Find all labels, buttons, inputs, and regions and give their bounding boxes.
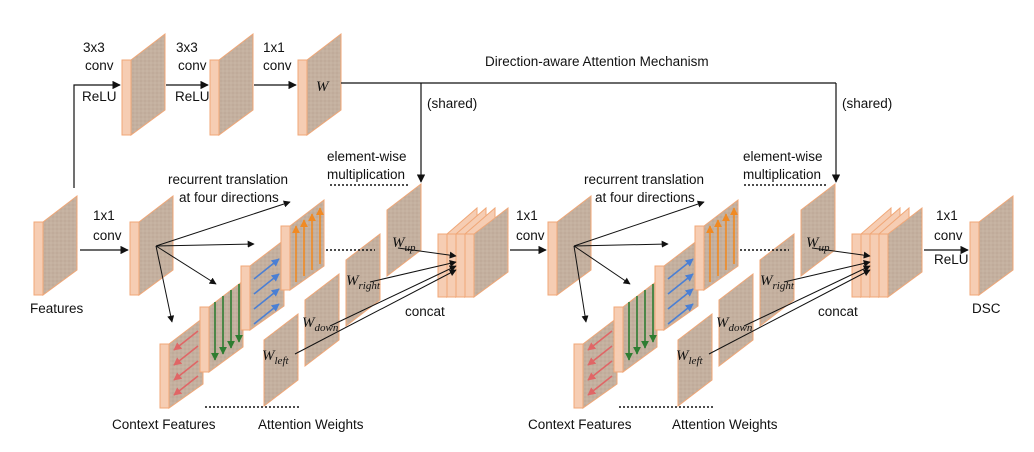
conv-label: conv [934,228,963,243]
conv-label: conv [85,58,114,73]
attention-weight-right [759,232,795,328]
conv-label: 1x1 [936,208,958,223]
conv-label: ReLU [175,89,210,104]
attention-weights-label: Attention Weights [258,417,364,432]
attention-weight-down [718,272,754,368]
element-wise-label: multiplication [743,167,821,182]
element-wise-label: multiplication [327,167,405,182]
conv-label: 1x1 [263,40,285,55]
attention-weight-left [263,312,299,408]
block-conv3x3-a [121,32,166,136]
diagram-title: Direction-aware Attention Mechanism [485,54,709,69]
recurrent-label: at four directions [179,190,279,205]
shared-label: (shared) [427,96,477,111]
context-block-up [694,198,739,291]
dsc-label: DSC [972,301,1001,316]
conv-label: 3x3 [83,40,105,55]
attention-weight-left [677,312,713,408]
context-features-label: Context Features [528,417,632,432]
shared-label: (shared) [842,96,892,111]
recurrent-label: recurrent translation [168,172,288,187]
context-features-label: Context Features [112,417,216,432]
block-conv3x3-b [209,32,254,136]
element-wise-label: element-wise [327,149,407,164]
w-left-label: Wleft [676,348,703,367]
concat-label: concat [818,304,858,319]
concat-block-module2 [851,206,923,299]
context-block-right [240,238,285,331]
attention-weight-down [304,272,340,368]
attention-weight-up [386,182,422,278]
context-block-down [199,279,244,373]
conv-label: 3x3 [176,40,198,55]
w-up-label: Wup [392,235,416,254]
context-block-right [654,238,699,331]
context-block-left [159,316,204,409]
w-down-label: Wdown [302,315,339,334]
attention-weight-right [345,232,381,328]
block-features [33,194,78,296]
conv-label: conv [93,228,122,243]
context-block-up [280,198,325,291]
recurrent-label: recurrent translation [584,172,704,187]
element-wise-label: element-wise [743,149,823,164]
recurrent-label: at four directions [595,190,695,205]
context-block-left [573,316,618,409]
conv-label: ReLU [934,252,969,267]
context-block-down [613,279,658,373]
conv-label: 1x1 [93,208,115,223]
features-label: Features [30,301,84,316]
w-up-label: Wup [806,235,830,254]
conv-label: conv [516,228,545,243]
conv-label: conv [263,58,292,73]
concat-block-module1 [437,206,509,299]
block-dsc [969,194,1014,296]
attention-weight-up [800,182,836,278]
concat-label: concat [405,304,445,319]
conv-label: 1x1 [516,208,538,223]
w-right-label: Wright [346,273,381,292]
w-left-label: Wleft [262,348,289,367]
conv-label: ReLU [82,89,117,104]
attention-weights-label: Attention Weights [672,417,778,432]
w-label: W [316,79,330,95]
w-right-label: Wright [760,273,795,292]
conv-label: conv [178,58,207,73]
w-down-label: Wdown [716,315,753,334]
block-w: W [297,32,342,136]
